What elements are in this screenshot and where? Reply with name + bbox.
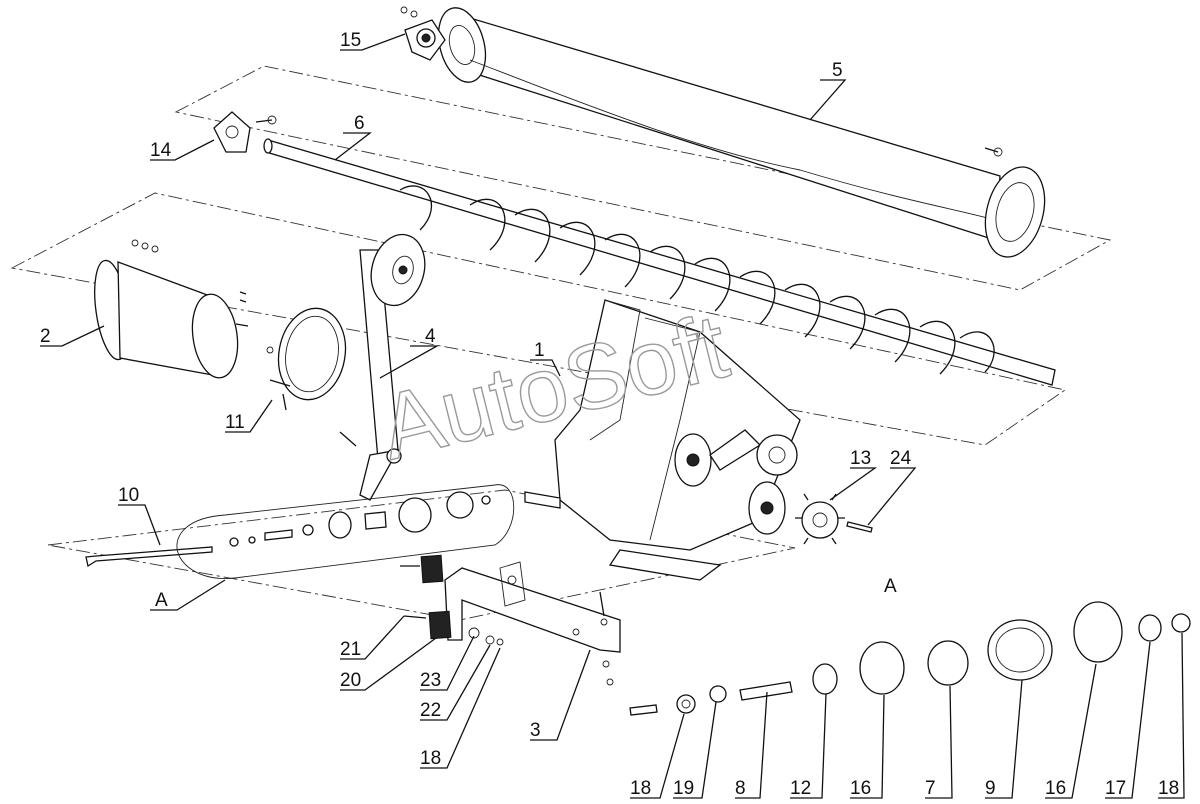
- callout-8: 8: [735, 778, 746, 799]
- callout-10: 10: [118, 485, 139, 506]
- leader-lines: [40, 33, 1185, 799]
- callout-11: 11: [225, 412, 245, 433]
- callout-3: 3: [530, 720, 541, 741]
- callout-2: 2: [40, 326, 51, 347]
- callout-18-bracket: 18: [420, 748, 441, 769]
- pads-and-bolts-parts-20-21: [400, 554, 504, 646]
- callout-1: 1: [534, 340, 545, 361]
- callout-A-left: A: [155, 590, 168, 611]
- pin-part-24: [846, 521, 873, 533]
- bearing-flange-part-15: [400, 6, 446, 61]
- callout-21: 21: [340, 639, 361, 660]
- callout-labels: 15 14 6 5 2 4 1 11 10 13 24 A A 21 20 23…: [40, 30, 1179, 799]
- sprocket-part-13: [795, 493, 845, 545]
- tensioner-arm-part-4: [339, 233, 426, 501]
- callout-16-second: 16: [1045, 778, 1066, 799]
- gearbox-body-part-1: [524, 299, 801, 581]
- callout-24: 24: [890, 448, 912, 469]
- bracket-part-3: [444, 561, 621, 686]
- callout-22: 22: [420, 700, 441, 721]
- callout-15: 15: [340, 30, 361, 51]
- callout-20: 20: [340, 670, 361, 691]
- auger-tube-part-5: [437, 7, 1046, 258]
- callout-9: 9: [985, 778, 996, 799]
- auger-screw-part-6: [263, 138, 1056, 386]
- callout-4: 4: [425, 326, 436, 347]
- callout-16-first: 16: [850, 778, 871, 799]
- callout-18-first: 18: [630, 778, 651, 799]
- clamp-band-part-11: [266, 307, 347, 411]
- detail-a-enlarged: [629, 601, 1191, 716]
- cylinder-housing-part-2: [94, 239, 249, 379]
- callout-23: 23: [420, 670, 441, 691]
- callout-14: 14: [150, 140, 172, 161]
- callout-19: 19: [673, 778, 694, 799]
- detail-view-label: A: [884, 576, 897, 597]
- callout-13: 13: [850, 448, 871, 469]
- callout-5: 5: [832, 60, 843, 81]
- callout-18-last: 18: [1158, 778, 1179, 799]
- callout-12: 12: [790, 778, 811, 799]
- callout-7: 7: [925, 778, 936, 799]
- callout-6: 6: [354, 113, 365, 134]
- flange-plate-part-14: [213, 111, 277, 153]
- callout-17: 17: [1105, 778, 1126, 799]
- gearbox-sprocket: [756, 434, 798, 476]
- detail-a-left-group: [176, 484, 515, 579]
- rod-part-10: [85, 546, 213, 568]
